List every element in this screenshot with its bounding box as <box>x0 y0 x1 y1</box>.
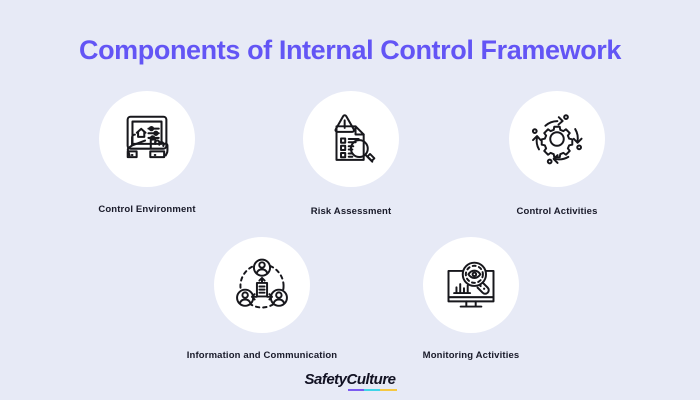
risk-document-warning-magnifier-icon <box>322 110 380 168</box>
gear-process-arrows-icon <box>527 109 587 169</box>
logo-wordmark: SafetyCulture <box>304 371 397 391</box>
component-label: Monitoring Activities <box>422 350 520 361</box>
component-label: Information and Communication <box>186 350 338 361</box>
component-risk-assessment: Risk Assessment <box>251 91 451 218</box>
logo-underline-segment-cyan <box>363 388 381 391</box>
component-control-activities: Control Activities <box>457 91 657 218</box>
component-label: Risk Assessment <box>310 206 392 217</box>
logo-underline-bar <box>347 388 397 391</box>
component-label: Control Environment <box>98 204 196 215</box>
icon-circle-control-environment <box>99 91 195 187</box>
component-information-and-communication: Information and Communication <box>162 237 362 362</box>
component-control-environment: Control Environment <box>47 91 247 216</box>
icon-circle-risk-assessment <box>303 91 399 187</box>
brand-logo: SafetyCulture <box>0 371 700 391</box>
icon-circle-control-activities <box>509 91 605 187</box>
component-label: Control Activities <box>516 206 598 217</box>
logo-word-culture-group: Culture <box>346 371 397 391</box>
logo-word-safety: Safety <box>304 371 347 388</box>
people-network-document-icon <box>232 255 292 315</box>
icon-circle-monitoring-activities <box>423 237 519 333</box>
component-monitoring-activities: Monitoring Activities <box>371 237 571 362</box>
page-title: Components of Internal Control Framework <box>78 35 622 65</box>
logo-word-culture: Culture <box>346 371 397 388</box>
logo-underline-segment-yellow <box>380 388 397 391</box>
icon-circle-information-communication <box>214 237 310 333</box>
logo-underline-segment-purple <box>347 388 364 391</box>
tablet-smart-home-control-icon <box>116 108 178 170</box>
monitor-chart-eye-magnifier-icon <box>441 255 501 315</box>
